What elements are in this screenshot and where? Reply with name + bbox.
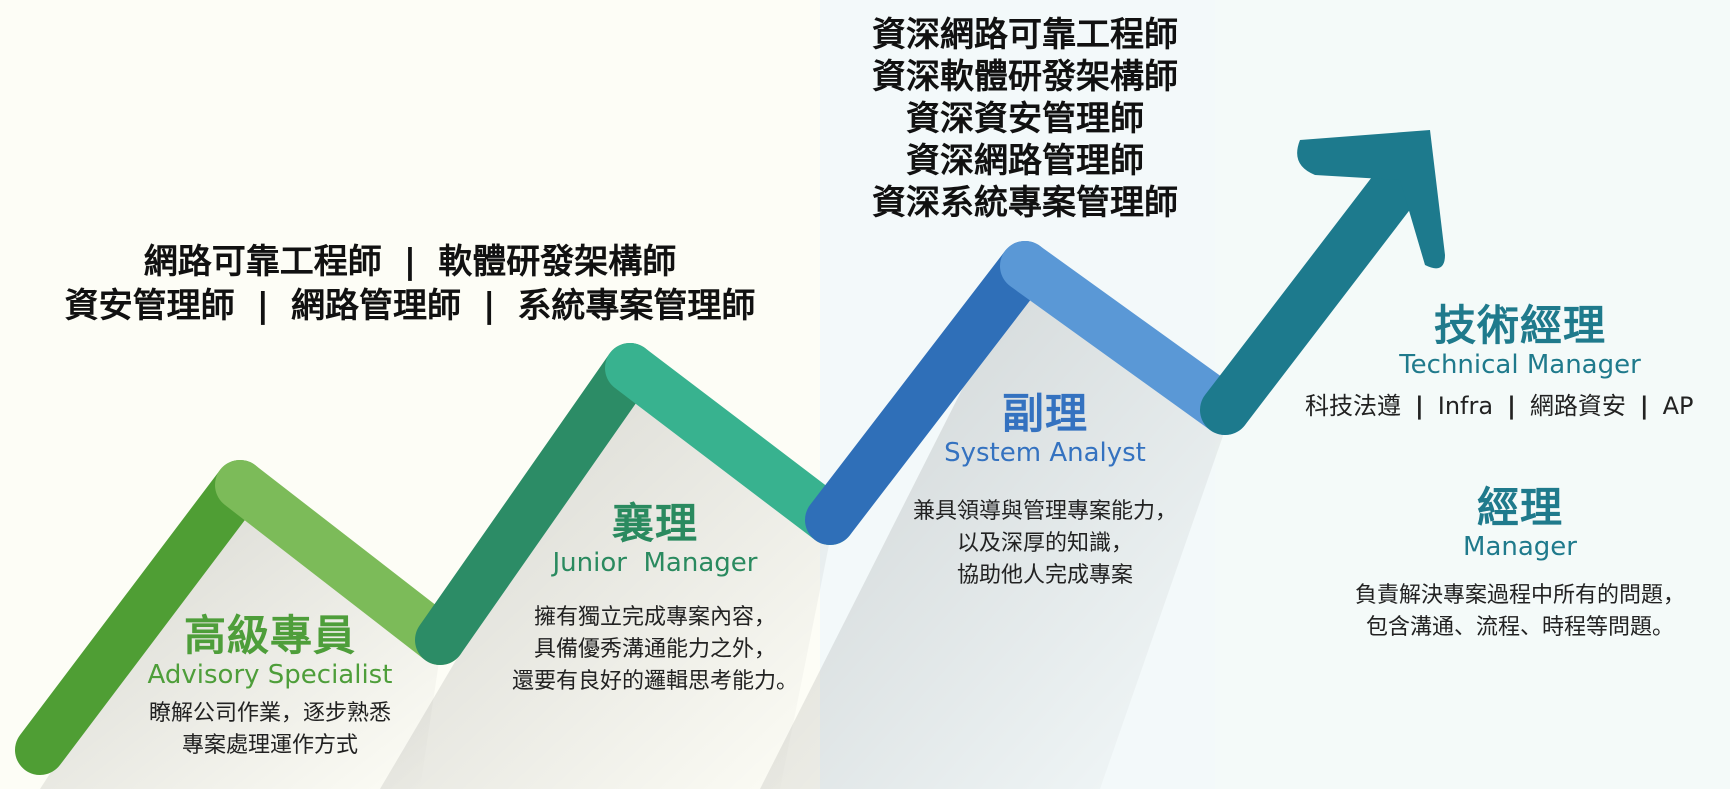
senior-role-label: 資深軟體研發架構師 [872, 57, 1178, 97]
role-separator: | [403, 242, 417, 282]
stage-title-en: Junior Manager [552, 548, 758, 578]
stage-description: 擁有獨立完成專案內容， 具備優秀溝通能力之外， 還要有良好的邏輯思考能力。 [485, 602, 825, 698]
stage-technical: 技術經理 Technical Manager [1380, 301, 1660, 381]
specialty-tag: AP [1662, 392, 1694, 420]
stair-segment-junior-up [415, 343, 655, 665]
stage-title-en: Technical Manager [1399, 350, 1641, 380]
description-line: 協助他人完成專案 [956, 563, 1133, 588]
description-line: 包含溝通、流程、時程等問題。 [1365, 615, 1674, 640]
specialty-tag: 網路資安 [1529, 392, 1626, 420]
stair-segment-analyst-up [805, 241, 1050, 545]
senior-role-label: 資深網路管理師 [906, 141, 1144, 181]
stair-segment-advisory-down [215, 460, 465, 665]
description-line: 負責解決專案過程中所有的問題， [1354, 583, 1685, 608]
role-label: 軟體研發架構師 [438, 242, 677, 282]
roles-left-line1: 網路可靠工程師 | 軟體研發架構師 [20, 240, 800, 284]
description-line: 以及深厚的知識， [956, 531, 1133, 556]
stair-segment-junior-down [605, 343, 855, 545]
stage-title-cn: 技術經理 [1433, 301, 1606, 350]
stage-description: 瞭解公司作業，逐步熟悉 專案處理運作方式 [120, 698, 420, 762]
role-separator: | [256, 286, 269, 326]
stage-advisory: 高級專員 Advisory Specialist 瞭解公司作業，逐步熟悉 專案處… [120, 612, 420, 762]
stage-description: 負責解決專案過程中所有的問題， 包含溝通、流程、時程等問題。 [1320, 580, 1720, 644]
roles-left-block: 網路可靠工程師|軟體研發架構師 資安管理師|網路管理師|系統專案管理師 [20, 240, 800, 328]
stage-title-cn: 經理 [1476, 483, 1563, 532]
right-background-panel [1215, 0, 1730, 789]
specialty-tag: Infra [1437, 392, 1494, 420]
stage-title-cn: 襄理 [611, 499, 698, 548]
stage-title-en: Manager [1463, 532, 1577, 562]
senior-role-label: 資深系統專案管理師 [872, 183, 1178, 223]
stair-segment-arrow-shaft [1200, 150, 1430, 435]
specialty-tag: 科技法遵 [1305, 392, 1401, 420]
tag-separator: | [1639, 392, 1649, 420]
tag-separator: | [1507, 392, 1516, 420]
peak-shadow [380, 365, 830, 789]
description-line: 具備優秀溝通能力之外， [533, 637, 776, 662]
stage-junior: 襄理 Junior Manager 擁有獨立完成專案內容， 具備優秀溝通能力之外… [485, 500, 825, 698]
arrow-head-icon [1297, 130, 1445, 269]
description-line: 兼具領導與管理專案能力， [912, 499, 1177, 524]
stair-segment-analyst-down [1000, 241, 1250, 435]
peak-shadow [40, 480, 440, 789]
technical-specialties: 科技法遵 | Infra | 網路資安 | AP [1305, 386, 1694, 421]
stage-title-en: System Analyst [944, 438, 1146, 468]
role-label: 網路管理師 [291, 286, 461, 326]
role-label: 系統專案管理師 [517, 286, 756, 326]
senior-role-label: 資深網路可靠工程師 [872, 15, 1178, 55]
stair-segment-advisory-up [15, 460, 265, 775]
stage-description: 兼具領導與管理專案能力， 以及深厚的知識， 協助他人完成專案 [880, 496, 1210, 592]
stage-manager: 經理 Manager 負責解決專案過程中所有的問題， 包含溝通、流程、時程等問題… [1320, 484, 1720, 644]
role-label: 網路可靠工程師 [143, 242, 382, 282]
tag-separator: | [1415, 392, 1424, 420]
description-line: 瞭解公司作業，逐步熟悉 [148, 701, 391, 726]
stage-title-cn: 副理 [1001, 389, 1088, 438]
role-label: 資安管理師 [64, 286, 235, 326]
description-line: 還要有良好的邏輯思考能力。 [511, 669, 798, 694]
stage-title-en: Advisory Specialist [147, 660, 393, 690]
stage-analyst: 副理 System Analyst 兼具領導與管理專案能力， 以及深厚的知識， … [880, 390, 1210, 592]
senior-role-label: 資深資安管理師 [906, 99, 1144, 139]
roles-top-block: 資深網路可靠工程師 資深軟體研發架構師 資深資安管理師 資深網路管理師 資深系統… [845, 14, 1205, 224]
roles-left-line2: 資安管理師 | 網路管理師 | 系統專案管理師 [20, 284, 800, 328]
description-line: 擁有獨立完成專案內容， [533, 605, 776, 630]
role-separator: | [483, 286, 496, 326]
peak-shadow [760, 265, 1225, 789]
description-line: 專案處理運作方式 [181, 733, 358, 758]
stage-title-cn: 高級專員 [183, 611, 356, 660]
